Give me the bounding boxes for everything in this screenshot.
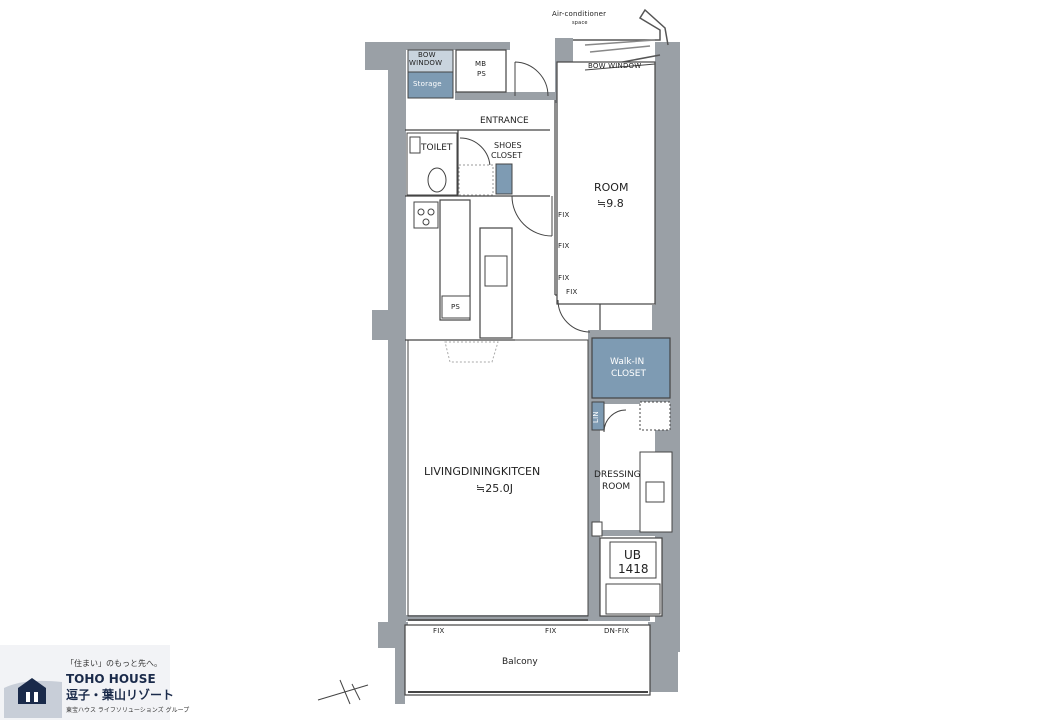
fix-bottom-label-2: FIX: [545, 627, 557, 635]
fix-label-4: FIX: [566, 288, 578, 296]
air-conditioner-sub-label: space: [572, 20, 588, 26]
toilet-bowl: [427, 167, 447, 193]
wall-balcony-left: [395, 648, 405, 704]
air-conditioner-area: [569, 8, 669, 71]
dressing-door: [603, 409, 627, 433]
bow-window-right-label: BOW WINDOW: [588, 62, 642, 70]
shoes-closet-box: [495, 163, 513, 195]
balcony-label: Balcony: [502, 657, 538, 667]
logo-panel: [0, 645, 170, 720]
shoes-closet-label-2: CLOSET: [491, 151, 523, 160]
lin-box: [591, 401, 605, 431]
fix-label-3: FIX: [558, 274, 570, 282]
mb-ps-box: [455, 49, 507, 93]
north-arrow-icon: [317, 679, 369, 705]
ldk-area: [407, 339, 589, 617]
ub-label-2: 1418: [618, 562, 649, 576]
room-door: [511, 195, 553, 237]
kitchen-ps: [441, 295, 471, 319]
dressing-label-2: ROOM: [602, 482, 631, 492]
shoes-closet-label-1: SHOES: [494, 141, 522, 150]
ps-top-label: PS: [477, 70, 487, 78]
room-bottom-door: [557, 299, 591, 333]
room-label: ROOM: [594, 181, 629, 194]
mb-label: MB: [475, 60, 487, 68]
bow-window-right-line: [584, 63, 656, 71]
ub-label-1: UB: [624, 548, 642, 562]
balcony-area: [404, 624, 651, 696]
wall-top-left: [405, 42, 510, 50]
ldk-size-label: ≒25.0J: [476, 482, 513, 495]
kitchen-ps-label: PS: [451, 303, 461, 311]
walkin-label-2: CLOSET: [611, 369, 646, 379]
bath-small: [591, 521, 603, 537]
dnfix-label: DN-FIX: [604, 627, 630, 635]
wall-top-middle: [455, 92, 555, 100]
storage-box: [407, 71, 454, 99]
fix-label-2: FIX: [558, 242, 570, 250]
room-area: [556, 61, 656, 305]
wall-bath-top: [600, 530, 660, 536]
kitchen-sink: [484, 255, 508, 287]
fix-bottom-label-1: FIX: [433, 627, 445, 635]
toilet-door: [459, 137, 491, 169]
bath-tub: [605, 583, 661, 615]
wall-dressing: [600, 398, 672, 404]
wall-right-bottom: [648, 622, 678, 692]
kitchen-stove: [413, 201, 439, 229]
bow-window-left-label-1: BOW: [418, 51, 436, 59]
bow-window-left-label-2: WINDOW: [409, 59, 443, 67]
walkin-label-1: Walk-IN: [610, 357, 645, 367]
walkin-closet-box: [591, 337, 671, 399]
toilet-label: TOILET: [421, 143, 453, 153]
dressing-sink: [645, 481, 665, 503]
entrance-label: ENTRANCE: [480, 116, 529, 126]
entrance-door: [514, 61, 549, 97]
logo-branch: 逗子・葉山リゾート: [66, 688, 175, 702]
wall-bottom: [405, 615, 650, 621]
logo-slogan: 「住まい」のもっと先へ。: [66, 659, 162, 668]
logo-group: 東宝ハウス ライフソリューションズ グループ: [66, 707, 190, 714]
lin-label: LIN: [592, 411, 600, 423]
room-size-label: ≒9.8: [597, 197, 624, 210]
entrance-floor: [458, 164, 494, 196]
toho-house-logo-icon: [4, 678, 62, 718]
fix-label-1: FIX: [558, 211, 570, 219]
dressing-small-box: [639, 401, 671, 431]
bath-label-box: [609, 541, 657, 579]
wall-left-bottom: [378, 622, 408, 648]
wall-left-column: [372, 310, 406, 340]
dressing-label-1: DRESSING: [594, 470, 641, 480]
storage-label: Storage: [413, 80, 442, 88]
wall-walkin-top: [592, 330, 672, 338]
ldk-label: LIVINGDININGKITCEN: [424, 465, 541, 478]
toilet-tank: [409, 136, 421, 154]
logo-brand: TOHO HOUSE: [66, 672, 156, 686]
air-conditioner-label: Air-conditioner: [552, 10, 607, 18]
kitchen-hatch: [444, 341, 499, 363]
